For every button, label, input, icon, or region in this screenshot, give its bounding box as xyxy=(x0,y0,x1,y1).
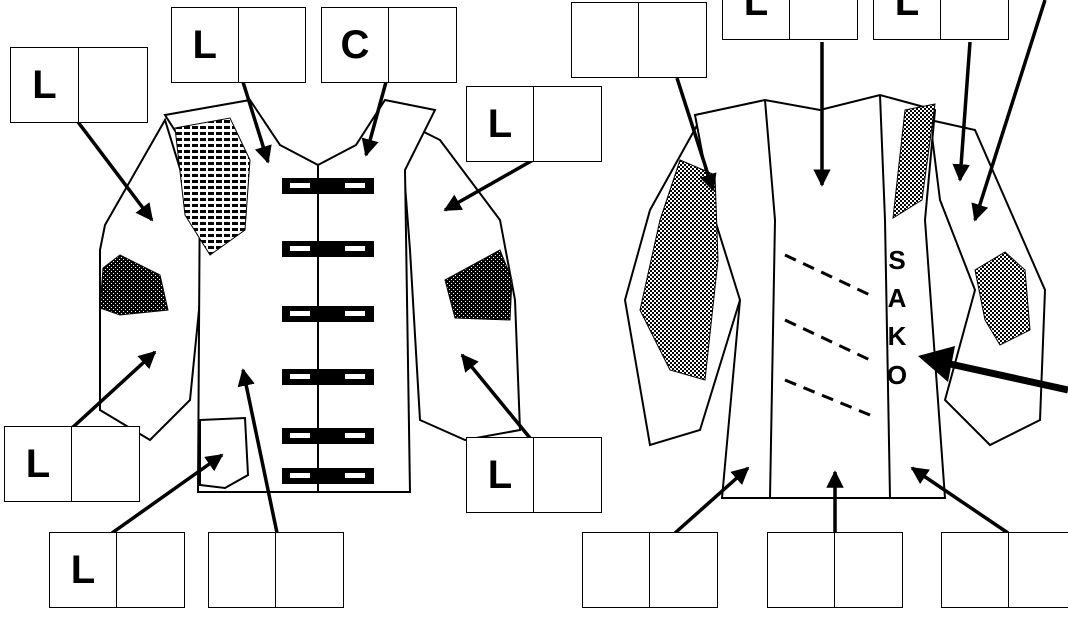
label-code: L xyxy=(874,0,941,39)
back-text-letter-a: A xyxy=(882,283,912,313)
label-box-front-collar-left[interactable]: L xyxy=(171,7,306,83)
label-box-front-sleeve-right-upper[interactable]: L xyxy=(466,86,602,162)
label-answer[interactable] xyxy=(639,3,706,77)
label-box-back-hem-left[interactable] xyxy=(582,532,718,608)
label-answer[interactable] xyxy=(72,427,139,501)
label-box-front-collar-right[interactable]: C xyxy=(321,7,457,83)
label-code: L xyxy=(11,48,79,122)
label-code: L xyxy=(723,0,790,39)
label-code: C xyxy=(322,8,389,82)
label-code[interactable] xyxy=(583,533,650,607)
label-answer[interactable] xyxy=(941,0,1008,39)
label-box-front-forearm-right[interactable]: L xyxy=(466,437,602,513)
label-answer[interactable] xyxy=(835,533,902,607)
label-code: L xyxy=(5,427,72,501)
label-code: L xyxy=(467,87,534,161)
label-code[interactable] xyxy=(572,3,639,77)
label-code[interactable] xyxy=(942,533,1009,607)
back-text-letter-k: K xyxy=(882,321,912,351)
label-answer[interactable] xyxy=(534,438,601,512)
label-box-front-forearm-left[interactable]: L xyxy=(4,426,140,502)
label-box-back-hem-right[interactable] xyxy=(941,532,1068,608)
label-box-front-shoulder-left[interactable]: L xyxy=(10,47,148,123)
label-code: L xyxy=(467,438,534,512)
back-text-letter-s: S xyxy=(882,245,912,275)
label-answer[interactable] xyxy=(117,533,184,607)
label-box-front-pocket[interactable]: L xyxy=(49,532,185,608)
label-answer[interactable] xyxy=(389,8,456,82)
label-code[interactable] xyxy=(768,533,835,607)
label-code: L xyxy=(50,533,117,607)
label-code: L xyxy=(172,8,239,82)
label-box-back-center-top[interactable]: L xyxy=(722,0,858,40)
back-text-letter-o: O xyxy=(882,360,912,390)
label-answer[interactable] xyxy=(650,533,717,607)
front-pocket-shape xyxy=(200,418,248,488)
label-answer[interactable] xyxy=(1009,533,1068,607)
label-box-back-shoulder-right[interactable]: L xyxy=(873,0,1009,40)
label-box-back-hem-center[interactable] xyxy=(767,532,903,608)
label-box-front-body[interactable] xyxy=(208,532,344,608)
label-answer[interactable] xyxy=(79,48,147,122)
label-answer[interactable] xyxy=(276,533,343,607)
label-answer[interactable] xyxy=(534,87,601,161)
label-answer[interactable] xyxy=(239,8,306,82)
label-answer[interactable] xyxy=(790,0,857,39)
label-code[interactable] xyxy=(209,533,276,607)
label-box-back-sleeve-left[interactable] xyxy=(571,2,707,78)
